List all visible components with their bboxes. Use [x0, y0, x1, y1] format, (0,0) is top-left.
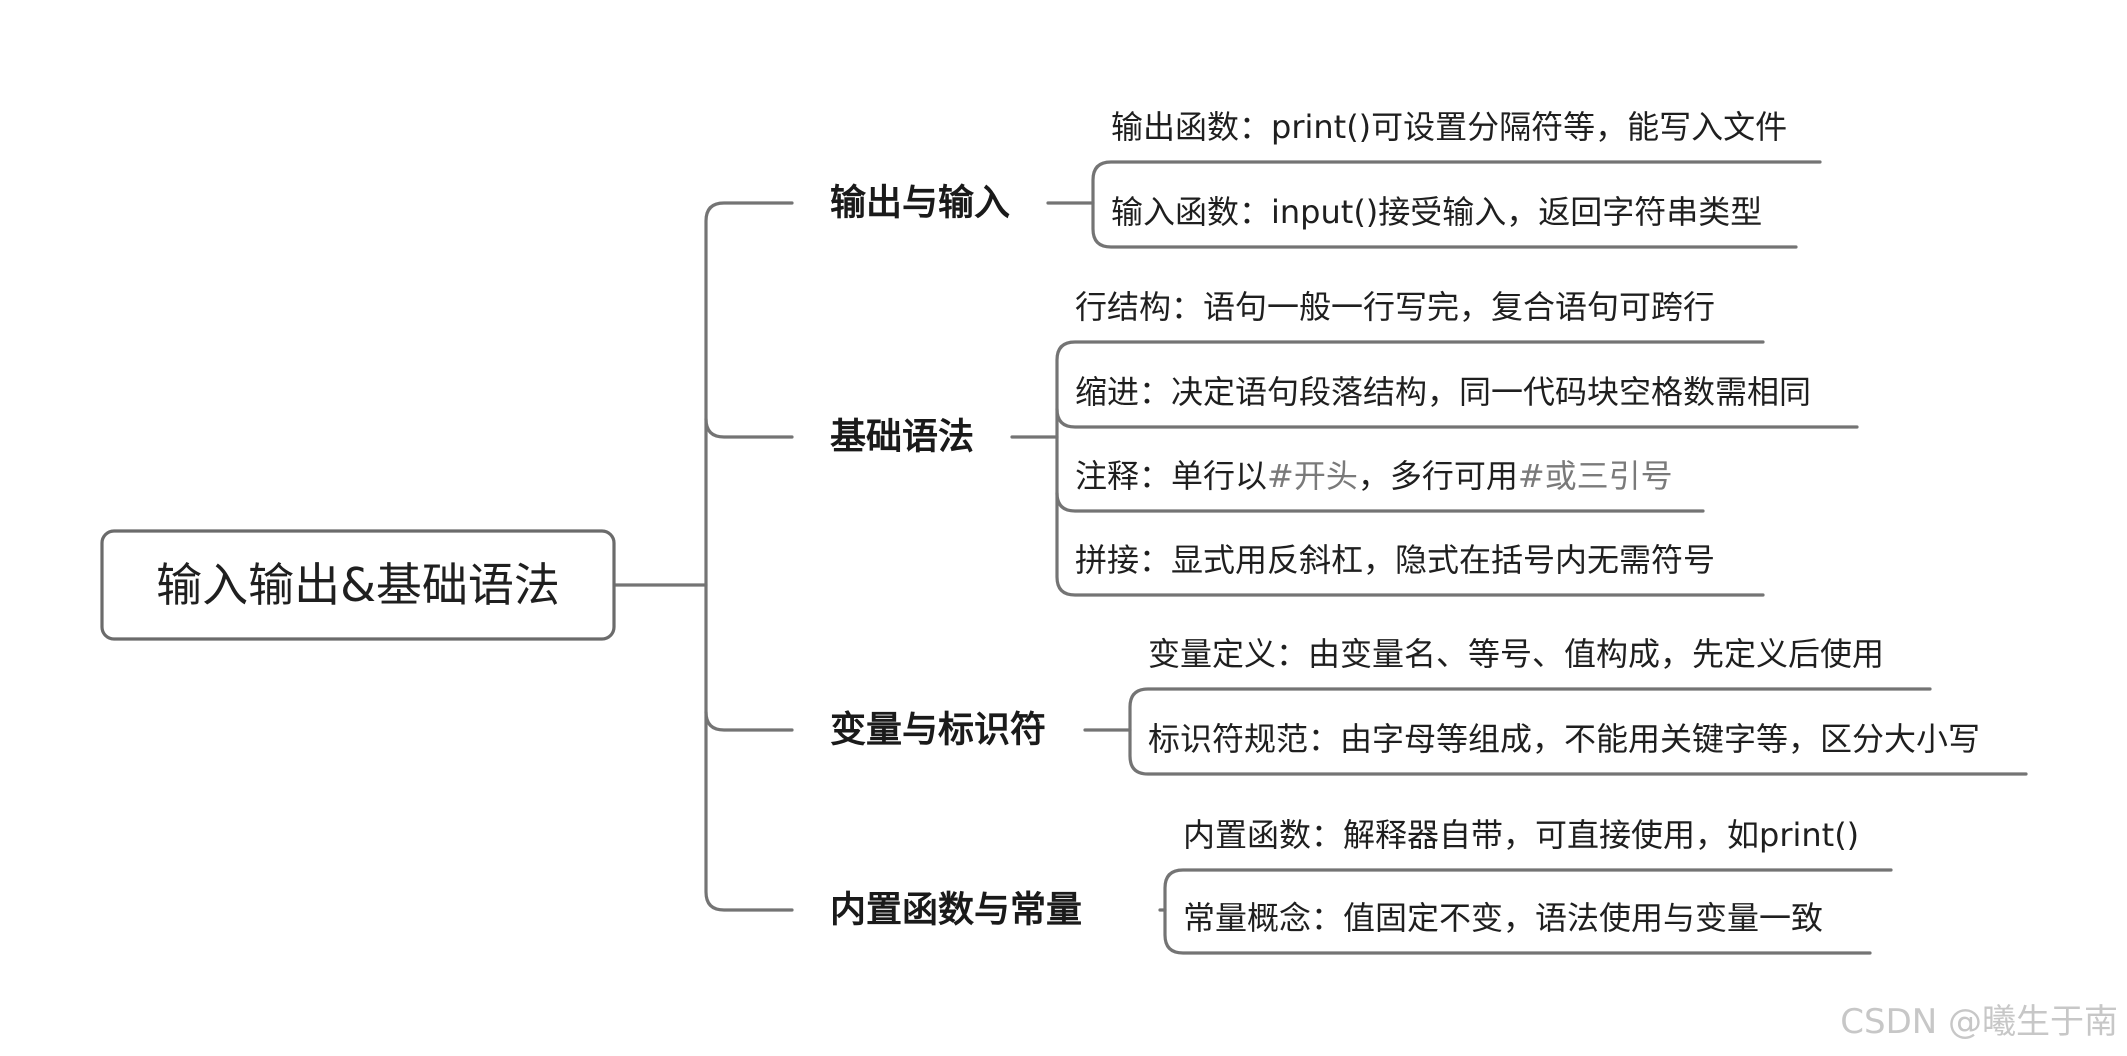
leaf-label-part: 标识符规范：由字母等组成，不能用关键字等，区分大小写	[1148, 720, 1980, 758]
branch-label: 输出与输入	[830, 183, 1010, 224]
leaf-label: 缩进：决定语句段落结构，同一代码块空格数需相同	[1075, 373, 1811, 411]
leaf-label: 拼接：显式用反斜杠，隐式在括号内无需符号	[1075, 541, 1715, 579]
root-node-label: 输入输出&基础语法	[156, 558, 560, 612]
leaf-label-part: ，多行可用	[1358, 457, 1518, 495]
leaf-label: 变量定义：由变量名、等号、值构成，先定义后使用	[1148, 635, 1884, 673]
leaf-label-muted-part: #或三引号	[1518, 457, 1673, 495]
branch-connector-line	[704, 417, 794, 439]
watermark: CSDN @曦生于南	[1840, 1002, 2118, 1042]
leaf-label-part: 常量概念：值固定不变，语法使用与变量一致	[1183, 899, 1823, 937]
leaf-labels: 输出函数：print()可设置分隔符等，能写入文件输入函数：input()接受输…	[1075, 108, 1980, 937]
leaf-bracket-line	[1128, 687, 2028, 776]
branch-label: 基础语法	[830, 417, 974, 458]
leaf-bracket-line	[1091, 160, 1822, 249]
leaf-underline	[1055, 407, 1859, 429]
branch-label: 变量与标识符	[830, 709, 1046, 751]
leaf-label-part: 注释：单行以	[1075, 457, 1267, 495]
branch-connector-line	[704, 710, 794, 732]
trunk-connector-line	[704, 201, 794, 912]
leaf-label-part: 拼接：显式用反斜杠，隐式在括号内无需符号	[1075, 541, 1715, 579]
leaf-label: 标识符规范：由字母等组成，不能用关键字等，区分大小写	[1148, 720, 1980, 758]
leaf-label-part: 行结构：语句一般一行写完，复合语句可跨行	[1075, 288, 1715, 326]
leaf-bracket-line	[1055, 340, 1765, 597]
leaf-label-part: 内置函数：解释器自带，可直接使用，如print()	[1183, 816, 1859, 854]
root-node-box	[100, 529, 616, 641]
leaf-label-muted-part: #开头	[1267, 457, 1358, 495]
leaf-label: 输入函数：input()接受输入，返回字符串类型	[1111, 193, 1762, 231]
leaf-label-part: 输入函数：input()接受输入，返回字符串类型	[1111, 193, 1762, 231]
leaf-label: 内置函数：解释器自带，可直接使用，如print()	[1183, 816, 1859, 854]
leaf-label: 常量概念：值固定不变，语法使用与变量一致	[1183, 899, 1823, 937]
leaf-bracket-line	[1163, 868, 1893, 955]
connector-lines	[612, 160, 2028, 955]
leaf-label: 行结构：语句一般一行写完，复合语句可跨行	[1075, 288, 1715, 326]
leaf-label: 注释：单行以#开头，多行可用#或三引号	[1075, 457, 1673, 495]
leaf-label-part: 变量定义：由变量名、等号、值构成，先定义后使用	[1148, 635, 1884, 673]
leaf-label: 输出函数：print()可设置分隔符等，能写入文件	[1111, 108, 1787, 146]
branch-label: 内置函数与常量	[830, 890, 1082, 931]
leaf-underline	[1055, 491, 1705, 513]
leaf-label-part: 输出函数：print()可设置分隔符等，能写入文件	[1111, 108, 1787, 146]
leaf-label-part: 缩进：决定语句段落结构，同一代码块空格数需相同	[1075, 373, 1811, 411]
